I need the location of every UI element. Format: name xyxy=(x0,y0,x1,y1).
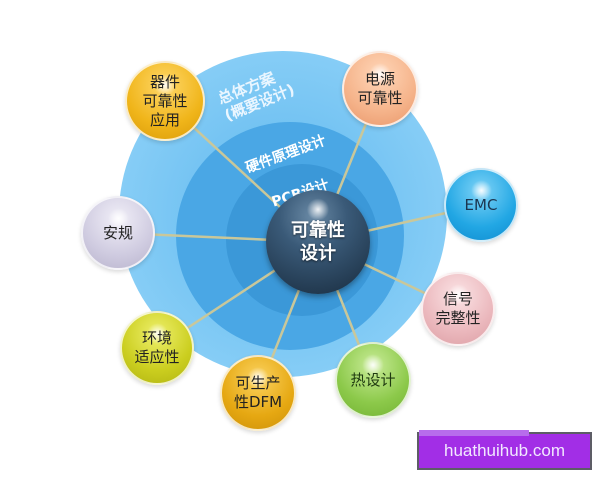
watermark-text: huathuihub.com xyxy=(444,441,565,460)
node-thermal: 热设计 xyxy=(335,342,411,418)
node-label: 器件 可靠性 应用 xyxy=(142,72,188,129)
node-safety: 安规 xyxy=(81,196,155,270)
watermark-badge: huathuihub.com xyxy=(417,430,592,470)
node-label: 安规 xyxy=(102,223,133,242)
center-node: 可靠性 设计 xyxy=(266,190,370,294)
node-label: 电源 可靠性 xyxy=(357,70,403,107)
center-node-label: 可靠性 设计 xyxy=(291,220,345,264)
node-signal-integrity: 信号 完整性 xyxy=(421,272,495,346)
node-device-reliability: 器件 可靠性 应用 xyxy=(125,61,205,141)
node-dfm: 可生产 性DFM xyxy=(220,355,296,431)
node-power-reliability: 电源 可靠性 xyxy=(342,51,418,127)
node-environment: 环境 适应性 xyxy=(120,311,194,385)
node-label: 热设计 xyxy=(350,370,396,389)
node-label: 信号 完整性 xyxy=(435,290,481,327)
node-label: 环境 适应性 xyxy=(134,329,180,366)
node-label: EMC xyxy=(464,195,498,214)
node-label: 可生产 性DFM xyxy=(233,374,283,411)
node-emc: EMC xyxy=(444,168,518,242)
